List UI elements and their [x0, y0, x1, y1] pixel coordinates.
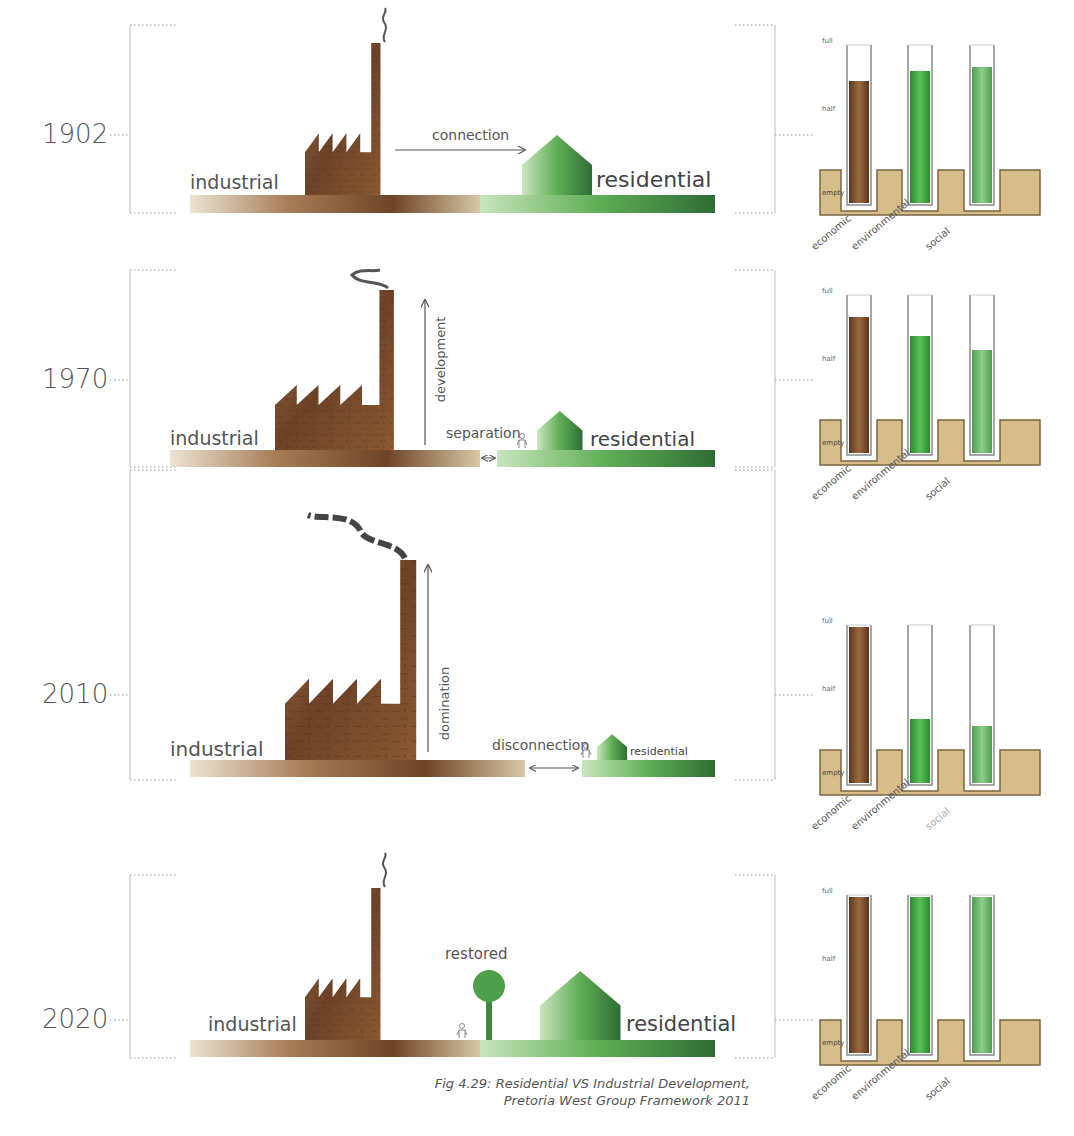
scale-label: full: [822, 618, 833, 626]
axis-label: economic: [809, 463, 853, 502]
relation-label: disconnection: [492, 738, 589, 753]
scale-label: empty: [822, 1040, 844, 1048]
scale-label: half: [822, 956, 835, 964]
figure-caption: Fig 4.29: Residential VS Industrial Deve…: [420, 1076, 750, 1110]
zone-label: industrial: [208, 1014, 297, 1035]
axis-label: economic: [809, 1063, 853, 1102]
zone-label: residential: [590, 428, 695, 450]
relation-label: connection: [432, 128, 509, 143]
scale-label: full: [822, 888, 833, 896]
relation-label: development: [434, 316, 448, 402]
zone-label: industrial: [190, 172, 279, 193]
year-label: 1970: [42, 365, 108, 394]
scale-label: empty: [822, 770, 844, 778]
axis-label: social: [923, 805, 952, 832]
zone-label: residential: [626, 1013, 736, 1036]
axis-label: economic: [809, 213, 853, 252]
axis-label: social: [923, 475, 952, 502]
scale-label: full: [822, 288, 833, 296]
zone-label: residential: [596, 168, 711, 192]
relation-label: domination: [438, 666, 452, 740]
axis-label: economic: [809, 793, 853, 832]
zone-label: industrial: [170, 428, 259, 449]
scale-label: empty: [822, 440, 844, 448]
scale-label: empty: [822, 190, 844, 198]
year-label: 1902: [42, 120, 108, 149]
scale-label: full: [822, 38, 833, 46]
zone-label: residential: [630, 746, 688, 758]
year-label: 2010: [42, 680, 108, 709]
relation-label: separation: [446, 426, 521, 441]
scale-label: half: [822, 356, 835, 364]
zone-label: industrial: [170, 738, 263, 760]
scale-label: half: [822, 106, 835, 114]
scale-label: half: [822, 686, 835, 694]
axis-label: social: [923, 1075, 952, 1102]
relation-label: restored: [445, 946, 508, 963]
year-label: 2020: [42, 1005, 108, 1034]
axis-label: social: [923, 225, 952, 252]
